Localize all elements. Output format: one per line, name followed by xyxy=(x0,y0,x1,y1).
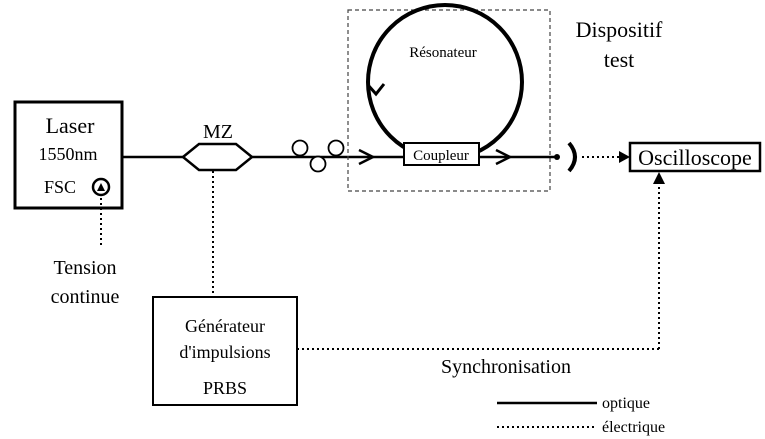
device-box xyxy=(347,9,551,192)
generator-label-line1: Générateur xyxy=(185,316,265,336)
ring-direction-arrow xyxy=(366,83,386,97)
resonator-label: Résonateur xyxy=(409,45,476,61)
polarization-controller-icon xyxy=(291,139,345,173)
generator-label-line2: d'impulsions xyxy=(179,342,270,362)
coupler-box xyxy=(403,142,480,166)
generator-label-line3: PRBS xyxy=(203,378,247,398)
detector-arrowhead xyxy=(619,151,630,163)
coupler-label: Coupleur xyxy=(413,148,469,164)
fsc-knob-icon xyxy=(91,177,111,197)
laser-label: Laser xyxy=(46,113,96,138)
oscilloscope-label: Oscilloscope xyxy=(638,145,752,170)
oscilloscope-box xyxy=(628,141,762,173)
resonator-ring xyxy=(366,3,524,161)
sync-arrowhead xyxy=(653,172,665,184)
fsc-label: FSC xyxy=(44,177,76,197)
legend-optical-label: optique xyxy=(602,395,650,412)
mz-modulator xyxy=(181,142,254,172)
photodetector-icon xyxy=(554,141,577,173)
laser-box xyxy=(13,100,124,210)
device-title-line2: test xyxy=(604,47,635,72)
legend-electrical-label: électrique xyxy=(602,419,665,436)
direction-arrow-2 xyxy=(495,148,513,166)
tension-label-line2: continue xyxy=(51,286,120,308)
tension-label-line1: Tension xyxy=(53,257,116,279)
mz-label: MZ xyxy=(203,121,233,143)
generator-box xyxy=(152,296,298,406)
laser-wavelength: 1550nm xyxy=(38,144,97,164)
direction-arrow-1 xyxy=(358,148,376,166)
device-title-line1: Dispositif xyxy=(576,17,663,42)
sync-label: Synchronisation xyxy=(441,356,571,378)
